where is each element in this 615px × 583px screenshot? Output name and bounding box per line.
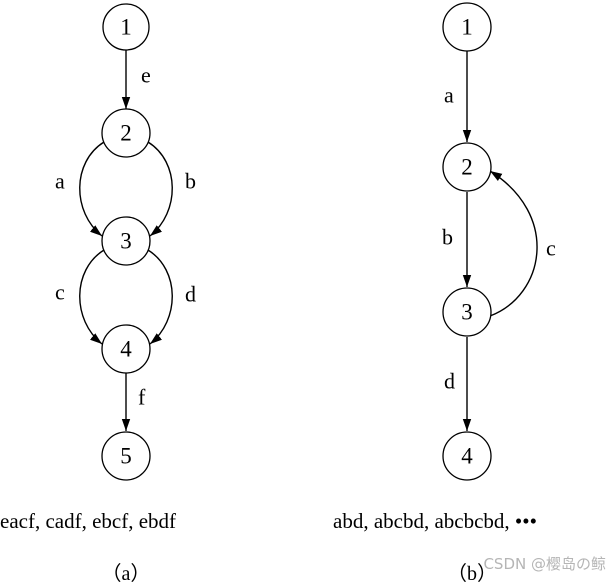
node-a-5: 5 (101, 431, 151, 481)
node-a-1: 1 (102, 3, 150, 51)
edge-label-a-d: d (185, 282, 196, 307)
edge-label-b-d: d (444, 369, 455, 394)
edge-a-b (147, 141, 173, 237)
svg-text:4: 4 (461, 444, 473, 469)
svg-text:1: 1 (461, 15, 473, 40)
svg-text:5: 5 (120, 444, 132, 469)
node-b-2: 2 (442, 142, 492, 192)
edge-label-a-a: a (55, 169, 65, 194)
edge-label-a-e: e (141, 63, 151, 88)
edge-label-b-c: c (546, 236, 556, 261)
paths-text-b: abd, abcbd, abcbcbd, ••• (333, 509, 537, 533)
node-b-1: 1 (442, 2, 492, 52)
watermark-text: CSDN @樱岛の鲸 (483, 555, 606, 573)
edge-a-c (79, 249, 105, 345)
node-a-3: 3 (101, 216, 151, 266)
svg-text:3: 3 (461, 300, 473, 325)
edge-label-b-a: a (444, 83, 454, 108)
svg-text:2: 2 (461, 155, 473, 180)
edge-label-a-f: f (138, 385, 146, 410)
diagram-b: a b c d 1 2 3 4 abd, abcbd, abcbcbd, •••… (333, 2, 556, 583)
svg-text:2: 2 (120, 121, 132, 146)
node-b-3: 3 (442, 287, 492, 337)
sublabel-b: （b） (447, 562, 497, 583)
svg-text:4: 4 (120, 337, 132, 362)
node-a-4: 4 (101, 324, 151, 374)
edge-label-a-c: c (55, 280, 65, 305)
svg-text:3: 3 (120, 229, 132, 254)
node-a-2: 2 (101, 108, 151, 158)
edge-b-c (489, 170, 538, 317)
sublabel-a: （a） (102, 562, 151, 583)
edge-a-a (79, 141, 105, 237)
edge-label-b-b: b (442, 225, 453, 250)
paths-text-a: eacf, cadf, ebcf, ebdf (0, 509, 176, 533)
edge-label-a-b: b (185, 169, 196, 194)
svg-text:1: 1 (120, 15, 132, 40)
edge-a-d (147, 249, 173, 345)
node-b-4: 4 (442, 431, 492, 481)
diagram-a: e a b c d f 1 2 3 4 5 eacf, cadf, ebcf, … (0, 3, 196, 583)
